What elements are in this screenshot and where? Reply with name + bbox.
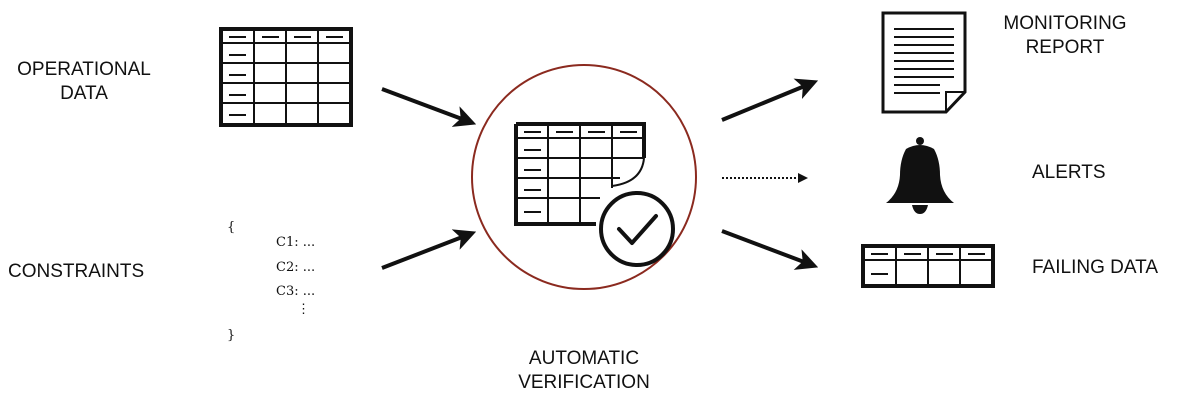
monitoring-report-label: MONITORING REPORT xyxy=(993,12,1137,60)
constraint-c3: C3: ... xyxy=(276,284,316,299)
operational-data-label: OPERATIONAL DATA xyxy=(7,58,161,106)
arrow-constraints-to-verification xyxy=(381,229,477,270)
constraints-label: CONSTRAINTS xyxy=(8,261,145,282)
automatic-verification-label: AUTOMATIC VERIFICATION xyxy=(505,347,663,395)
operational-data-label-line1: OPERATIONAL xyxy=(17,59,151,80)
arrow-to-report xyxy=(721,78,819,122)
monitoring-report-line2: REPORT xyxy=(1025,37,1105,58)
operational-data-label-line2: DATA xyxy=(60,83,108,104)
verification-table-icon xyxy=(514,122,646,226)
report-document-icon xyxy=(881,11,967,114)
alerts-label: ALERTS xyxy=(1032,162,1106,183)
constraint-c1: C1: ... xyxy=(276,235,316,250)
operational-data-table-icon xyxy=(219,27,353,127)
automatic-verification-line1: AUTOMATIC xyxy=(528,348,640,369)
automatic-verification-line2: VERIFICATION xyxy=(518,372,650,393)
monitoring-report-line1: MONITORING xyxy=(1003,13,1127,34)
constraints-ellipsis: ⋮ xyxy=(297,302,310,317)
bell-icon xyxy=(886,137,954,214)
failing-data-table-icon xyxy=(861,244,995,288)
arrow-to-failing-data xyxy=(721,229,819,270)
failing-data-label: FAILING DATA xyxy=(1032,257,1158,278)
constraints-open-brace: { xyxy=(227,220,236,235)
verification-circle xyxy=(471,64,697,290)
constraint-c2: C2: ... xyxy=(276,260,316,275)
check-circle-icon xyxy=(599,191,675,267)
constraints-close-brace: } xyxy=(227,328,236,343)
arrow-data-to-verification xyxy=(381,87,477,127)
